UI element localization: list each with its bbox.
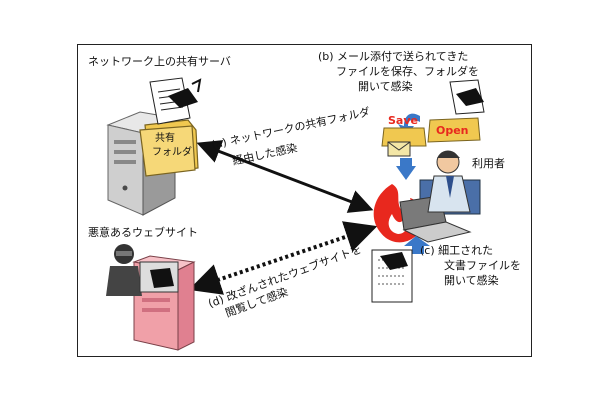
document-icon <box>371 249 413 303</box>
folder-label-1: 共有 <box>155 133 175 144</box>
route-b-line1: (b) メール添付で送られてきた <box>318 50 469 63</box>
file-icons <box>381 79 485 157</box>
malicious-site-title: 悪意あるウェブサイト <box>88 226 198 239</box>
route-c-line1: (c) 細工された <box>420 244 494 257</box>
route-b-line2: ファイルを保存、フォルダを <box>336 65 479 78</box>
route-b-line3: 開いて感染 <box>358 80 413 93</box>
save-label: Save <box>388 114 418 127</box>
folder-label-2: フォルダ <box>152 147 192 158</box>
server-title: ネットワーク上の共有サーバ <box>88 55 231 68</box>
route-c-line2: 文書ファイルを <box>444 259 521 272</box>
user-pc-icon <box>399 150 481 243</box>
route-c-line3: 開いて感染 <box>444 274 499 287</box>
hacker-icon <box>106 244 179 296</box>
open-label: Open <box>436 124 469 137</box>
arrow-a <box>196 140 374 213</box>
malware-icon <box>149 77 202 125</box>
user-label: 利用者 <box>472 157 505 170</box>
arrow-d <box>188 221 378 295</box>
